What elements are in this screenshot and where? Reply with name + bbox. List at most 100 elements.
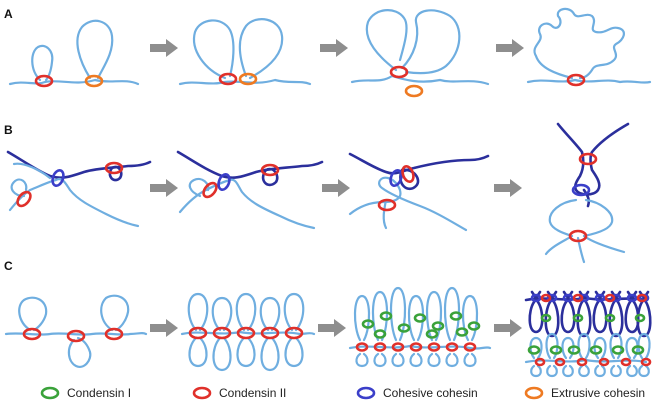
chromatin-loop <box>260 336 280 372</box>
condensin-ii-ring <box>284 326 304 340</box>
condensin-ii-ring <box>401 164 415 184</box>
chromatin-loop <box>546 364 558 378</box>
panel-b-stage-3 <box>348 152 490 232</box>
chromatin-loop <box>211 296 233 332</box>
condensin-i-ring <box>455 327 469 337</box>
chromatin-loop <box>373 352 387 368</box>
extrusive-cohesin-icon <box>524 386 544 400</box>
condensin-ii-ring <box>218 72 238 86</box>
condensin-ii-ring <box>377 198 397 212</box>
legend-item-condensin-ii: Condensin II <box>192 386 286 400</box>
condensin-ii-ring <box>620 357 632 367</box>
chromatin-loop <box>529 336 543 360</box>
condensin-i-ring <box>540 313 552 323</box>
cohesive-cohesin-ring <box>626 293 638 303</box>
chromatin-fiber <box>180 330 316 336</box>
panel-b-stage-2 <box>176 150 324 230</box>
condensin-ii-ring <box>568 229 588 243</box>
extrusive-cohesin-ring <box>404 84 424 98</box>
condensin-i-ring <box>449 311 463 321</box>
cohesive-cohesin-ring <box>530 293 542 303</box>
legend-item-condensin-i: Condensin I <box>40 386 131 400</box>
condensin-ii-ring <box>236 326 256 340</box>
chromatin-loop <box>353 294 371 342</box>
cohesive-cohesin-ring <box>610 293 622 303</box>
condensin-ii-ring <box>202 181 218 199</box>
panel-b-stage-1 <box>6 150 152 228</box>
condensin-ii-ring <box>104 161 124 175</box>
arrow-a-2 <box>320 39 348 57</box>
cohesive-cohesin-ring <box>562 293 574 303</box>
condensin-i-ring <box>572 313 584 323</box>
condensin-ii-ring <box>576 357 588 367</box>
chromatin-loop <box>577 332 591 360</box>
arrow-b-2 <box>322 179 350 197</box>
arrow-c-1 <box>150 319 178 337</box>
chromatin-loop <box>443 286 461 342</box>
chromatin-loop <box>425 290 443 342</box>
condensin-ii-ring <box>554 357 566 367</box>
chromatin-loop <box>530 364 542 378</box>
condensin-i-ring <box>397 323 411 333</box>
chromatin-loop <box>188 336 208 368</box>
arrow-a-3 <box>496 39 524 57</box>
condensin-ii-ring <box>16 190 32 208</box>
cohesive-cohesin-ring <box>578 293 590 303</box>
condensin-ii-ring <box>445 342 459 352</box>
condensin-ii-ring <box>636 293 648 303</box>
panel-a-stage-4 <box>526 7 652 87</box>
chromatin-loop <box>407 294 425 342</box>
cohesive-cohesin-ring <box>51 168 65 188</box>
panel-b-stage-4 <box>544 122 630 264</box>
condensin-i-ring <box>549 345 563 355</box>
chromatin-loop <box>608 300 624 338</box>
condensin-i-ring <box>425 329 439 339</box>
chromatin-loop <box>638 364 650 378</box>
chromatin-loop <box>259 296 281 332</box>
cohesive-cohesin-ring <box>217 172 231 192</box>
legend-label-cohesive-cohesin: Cohesive cohesin <box>383 386 478 400</box>
condensin-ii-ring <box>534 357 546 367</box>
condensin-ii-ring <box>260 163 280 177</box>
panel-c-stage-4 <box>524 290 652 378</box>
legend-item-extrusive-cohesin: Extrusive cohesin <box>524 386 645 400</box>
chromatin-loop <box>544 300 560 338</box>
condensin-ii-ring <box>572 293 584 303</box>
chromatin-loop <box>236 336 256 368</box>
extrusive-cohesin-ring <box>84 74 104 88</box>
panel-c-stage-3 <box>348 286 492 368</box>
chromatin-loop <box>235 292 257 332</box>
chromatin-loop <box>187 292 209 332</box>
cohesive-cohesin-ring <box>389 168 403 188</box>
condensin-i-ring <box>634 313 646 323</box>
condensin-i-ring <box>589 345 603 355</box>
legend-label-extrusive-cohesin: Extrusive cohesin <box>551 386 645 400</box>
condensin-ii-ring <box>640 357 652 367</box>
chromatin-loop <box>427 352 441 368</box>
chromatin-loop <box>636 300 652 338</box>
condensin-i-ring <box>361 319 375 329</box>
condensin-i-icon <box>40 386 60 400</box>
cohesive-cohesin-ring <box>546 293 558 303</box>
panel-c-stage-1 <box>4 294 148 368</box>
chromatin-loop <box>389 286 407 342</box>
chromatin-loop <box>625 336 639 360</box>
condensin-ii-icon <box>192 386 212 400</box>
chromatin-loop <box>355 352 369 368</box>
legend: Condensin I Condensin II Cohesive cohesi… <box>40 386 645 400</box>
chromatin-loop <box>284 336 304 368</box>
chromatin-loop <box>562 364 574 378</box>
condensin-i-ring <box>611 345 625 355</box>
panel-a-stage-2 <box>178 18 312 86</box>
chromatin-loop <box>637 332 651 360</box>
condensin-i-ring <box>379 311 393 321</box>
panel-label-c: C <box>4 259 13 273</box>
chromatin-loop <box>445 352 459 368</box>
panel-a-stage-3 <box>350 9 490 98</box>
chromatin-loop <box>409 352 423 368</box>
condensin-i-ring <box>631 345 645 355</box>
legend-item-cohesive-cohesin: Cohesive cohesin <box>356 386 478 400</box>
chromatin-loop <box>463 352 477 368</box>
extrusive-cohesin-ring <box>238 72 258 86</box>
